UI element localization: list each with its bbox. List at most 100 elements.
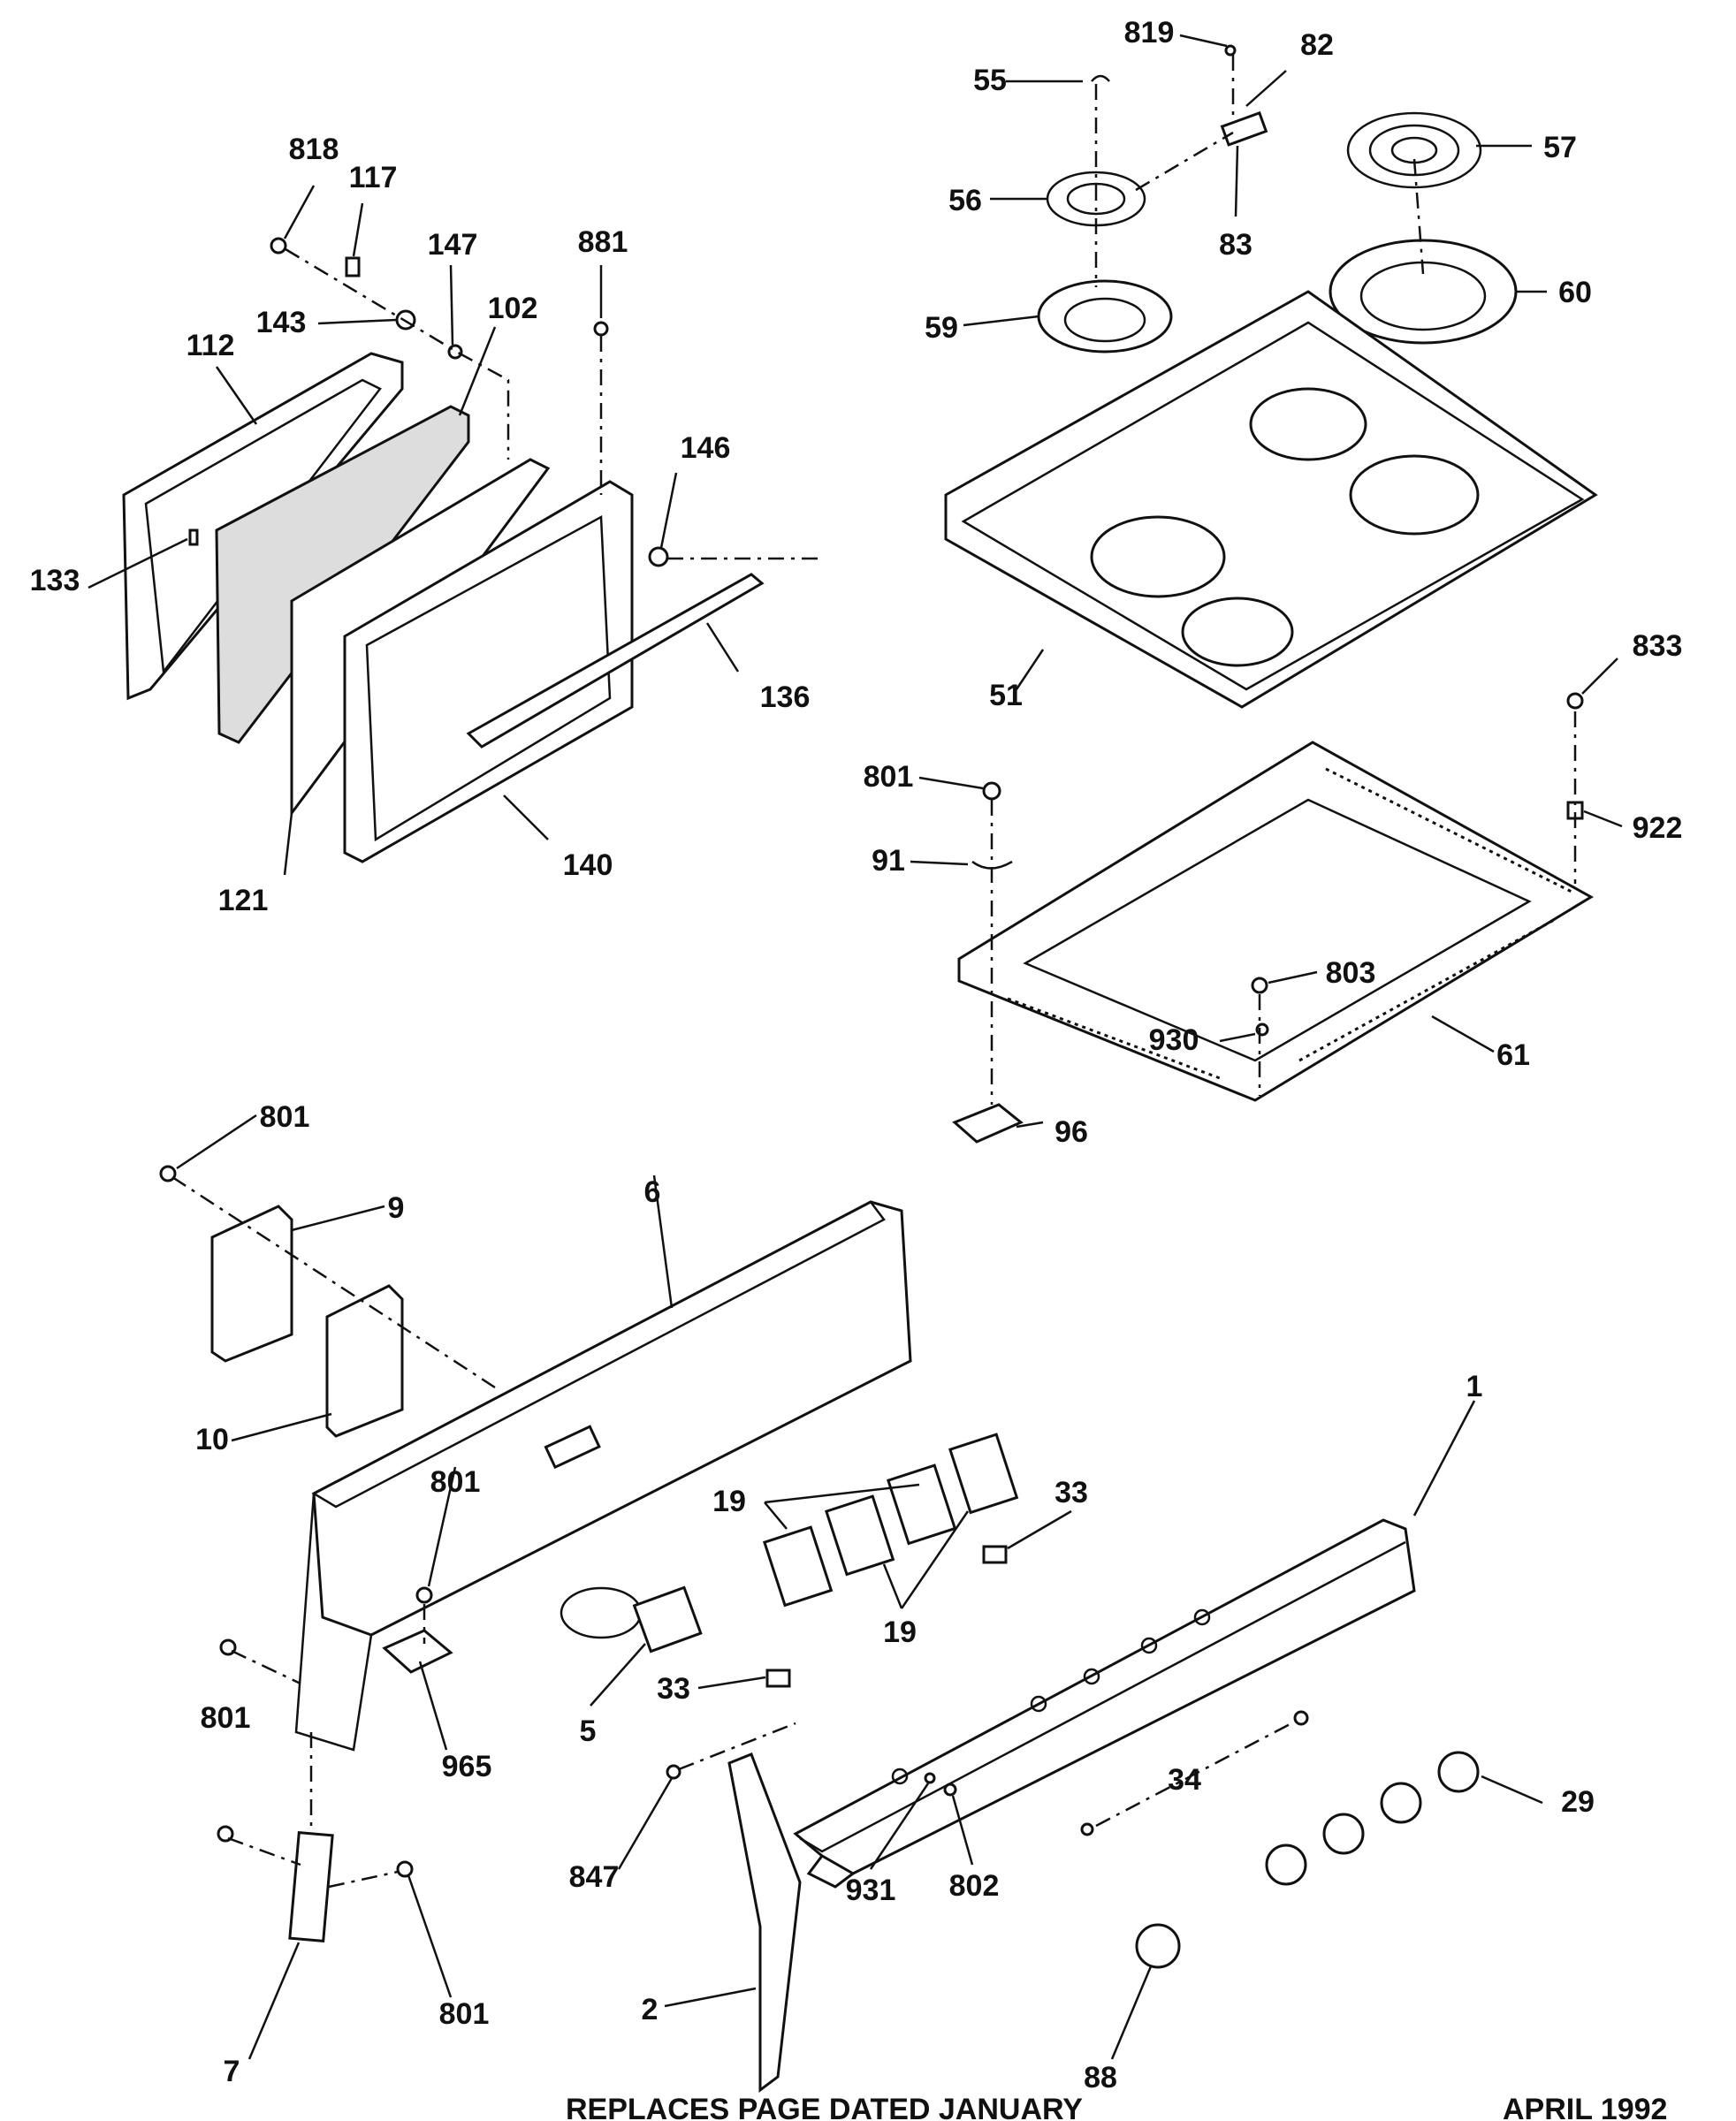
label-96: 96 xyxy=(1055,1115,1088,1149)
label-19-upper: 19 xyxy=(712,1485,746,1518)
part-146-bumper xyxy=(648,546,669,567)
part-33-indicator xyxy=(982,1545,1008,1564)
leader-lines xyxy=(88,34,1623,2060)
part-847-screw xyxy=(666,1764,681,1780)
label-60: 60 xyxy=(1558,276,1592,309)
part-19-switch xyxy=(886,1463,957,1546)
label-801-cooktop: 801 xyxy=(864,760,914,794)
label-133: 133 xyxy=(30,564,80,597)
part-801-screw xyxy=(159,1165,177,1182)
part-55-clip xyxy=(1091,74,1110,82)
label-57: 57 xyxy=(1543,131,1577,164)
part-57-large-element xyxy=(1346,111,1482,189)
label-5: 5 xyxy=(580,1714,597,1748)
part-9-bracket xyxy=(210,1205,293,1363)
part-965-bracket xyxy=(382,1629,453,1674)
part-33-indicator xyxy=(765,1669,791,1688)
label-140: 140 xyxy=(563,848,613,882)
label-56: 56 xyxy=(948,184,982,217)
label-143: 143 xyxy=(256,306,307,339)
part-136-door-handle xyxy=(466,573,765,749)
label-833: 833 xyxy=(1633,629,1683,663)
label-83: 83 xyxy=(1219,228,1253,262)
part-801-screw xyxy=(982,781,1001,801)
part-801-screw xyxy=(396,1860,414,1878)
label-6: 6 xyxy=(644,1175,661,1209)
label-29: 29 xyxy=(1561,1785,1595,1819)
footer-date: APRIL 1992 xyxy=(1503,2093,1667,2121)
part-133-latch xyxy=(188,528,199,546)
part-29-knob xyxy=(1322,1813,1365,1855)
part-labels: 818 117 147 143 102 881 112 146 133 136 … xyxy=(30,16,1683,2094)
part-29-knob xyxy=(1437,1751,1480,1793)
part-96-bracket xyxy=(952,1103,1024,1144)
footer: REPLACES PAGE DATED JANUARY APRIL 1992 xyxy=(566,2093,1667,2121)
label-847: 847 xyxy=(569,1860,620,1894)
label-1: 1 xyxy=(1466,1370,1483,1403)
cooktop-assembly xyxy=(944,44,1598,1144)
label-59: 59 xyxy=(925,311,958,345)
part-803-screw xyxy=(1251,977,1268,994)
oven-door-assembly xyxy=(122,237,818,863)
part-881-screw xyxy=(593,321,609,337)
part-29-knob xyxy=(1380,1782,1422,1824)
label-33-lower: 33 xyxy=(657,1672,690,1706)
part-5-thermostat xyxy=(632,1585,703,1653)
label-965: 965 xyxy=(442,1750,492,1783)
label-51: 51 xyxy=(989,679,1023,712)
part-5-thermostat-capillary xyxy=(560,1586,643,1639)
label-801-backsplash: 801 xyxy=(430,1465,481,1499)
label-10: 10 xyxy=(195,1423,229,1456)
part-819-screw xyxy=(1224,44,1237,57)
label-802: 802 xyxy=(949,1869,1000,1903)
label-931: 931 xyxy=(846,1874,896,1907)
label-819: 819 xyxy=(1124,16,1175,49)
label-2: 2 xyxy=(642,1993,659,2026)
label-121: 121 xyxy=(218,884,269,917)
label-9: 9 xyxy=(388,1191,405,1225)
part-19-switch xyxy=(762,1525,834,1608)
part-19-switch xyxy=(824,1494,895,1577)
label-801-bracket: 801 xyxy=(260,1100,310,1134)
part-61-burner-box xyxy=(957,741,1594,1102)
part-88-knob xyxy=(1135,1923,1181,1969)
label-922: 922 xyxy=(1633,811,1683,845)
control-panel-assembly xyxy=(159,1165,1480,2093)
label-7: 7 xyxy=(224,2055,240,2088)
part-818-screw xyxy=(270,237,287,255)
label-803: 803 xyxy=(1326,956,1376,990)
label-801-left: 801 xyxy=(201,1701,251,1735)
label-82: 82 xyxy=(1300,28,1334,62)
label-33-upper: 33 xyxy=(1055,1476,1088,1509)
footer-replaces-text: REPLACES PAGE DATED JANUARY xyxy=(566,2093,1083,2121)
label-117: 117 xyxy=(349,161,398,194)
label-55: 55 xyxy=(973,64,1007,97)
part-19-switch xyxy=(948,1433,1019,1515)
label-19-lower: 19 xyxy=(883,1615,917,1649)
label-881: 881 xyxy=(578,225,628,259)
label-930: 930 xyxy=(1149,1023,1199,1057)
label-34: 34 xyxy=(1168,1763,1201,1797)
part-802-screw xyxy=(943,1783,957,1797)
label-61: 61 xyxy=(1496,1038,1530,1072)
part-931-washer xyxy=(924,1772,936,1784)
label-801-right: 801 xyxy=(439,1997,490,2031)
label-91: 91 xyxy=(872,844,905,878)
label-147: 147 xyxy=(428,228,478,262)
label-136: 136 xyxy=(760,680,811,714)
part-2-trim-strip xyxy=(727,1752,802,2093)
part-51-cooktop xyxy=(944,290,1598,709)
label-88: 88 xyxy=(1084,2061,1117,2094)
part-34-screw xyxy=(1293,1710,1309,1726)
label-102: 102 xyxy=(488,292,538,325)
part-82-terminal-block xyxy=(1220,110,1268,147)
part-833-screw xyxy=(1566,692,1584,710)
part-34-screw xyxy=(1080,1822,1094,1836)
label-112: 112 xyxy=(187,329,235,362)
part-801-screw xyxy=(415,1586,433,1604)
label-146: 146 xyxy=(681,431,731,465)
part-7-bracket xyxy=(288,1830,334,1943)
part-801-screw xyxy=(217,1825,234,1843)
